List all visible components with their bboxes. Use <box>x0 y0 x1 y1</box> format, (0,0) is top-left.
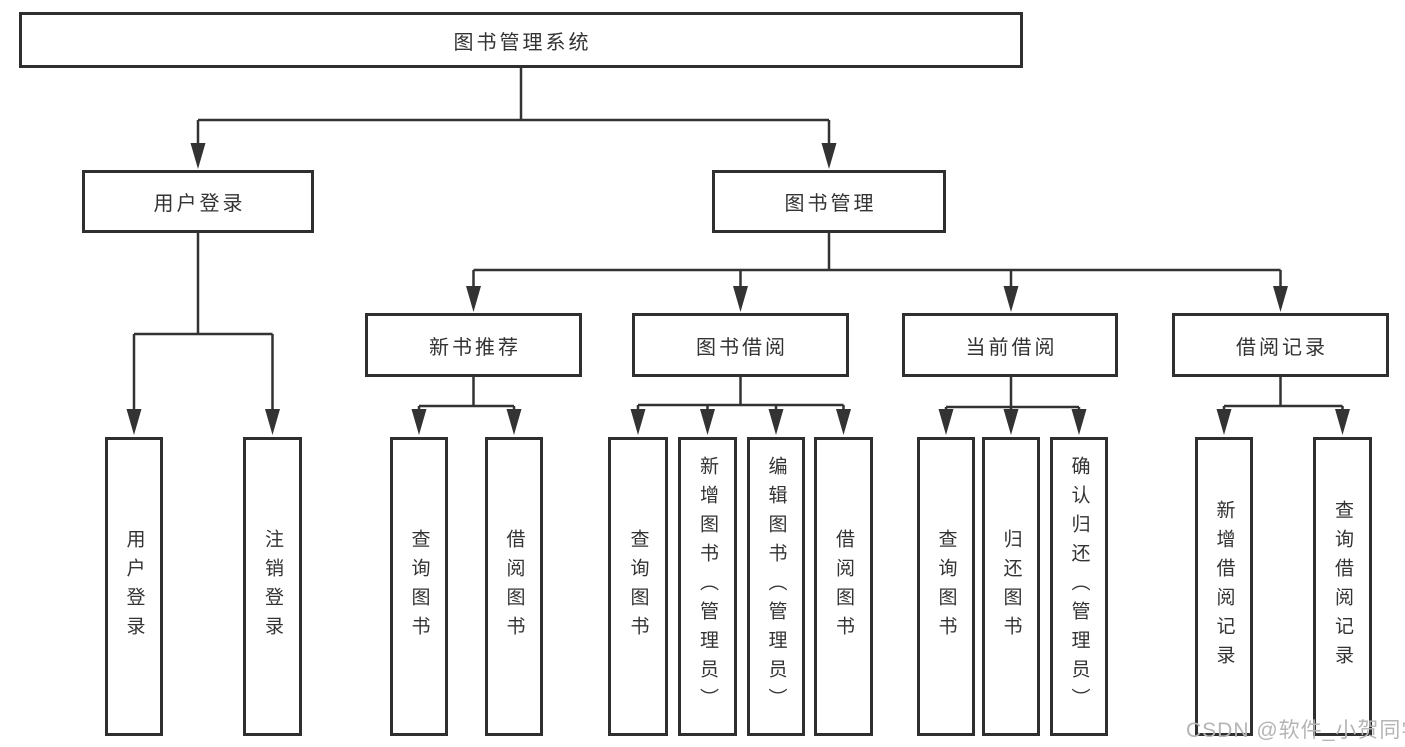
leaf-query-books-borrowing-label: 查询图书 <box>627 528 649 645</box>
leaf-query-books-recommend-label: 查询图书 <box>408 528 430 645</box>
leaf-query-books-current: 查询图书 <box>917 437 975 736</box>
leaf-query-books-borrowing: 查询图书 <box>608 437 668 736</box>
node-borrowing-records-label: 借阅记录 <box>1236 336 1328 359</box>
leaf-edit-book-admin: 编辑图书（管理员） <box>747 437 805 736</box>
leaf-return-books-label: 归还图书 <box>1000 528 1022 645</box>
leaf-query-books-recommend: 查询图书 <box>390 437 448 736</box>
leaf-add-borrow-record: 新增借阅记录 <box>1195 437 1253 736</box>
leaf-borrow-books-borrowing-label: 借阅图书 <box>833 528 854 645</box>
node-book-borrowing: 图书借阅 <box>632 313 849 377</box>
node-user-login: 用户登录 <box>82 170 314 233</box>
node-book-management: 图书管理 <box>712 170 946 233</box>
leaf-confirm-return-admin: 确认归还（管理员） <box>1050 437 1108 736</box>
leaf-logout: 注销登录 <box>243 437 302 736</box>
node-library-system: 图书管理系统 <box>19 12 1023 68</box>
node-user-login-label: 用户登录 <box>153 193 246 215</box>
node-new-book-recommend: 新书推荐 <box>365 313 582 377</box>
node-library-system-label: 图书管理系统 <box>453 31 592 54</box>
leaf-borrow-books-recommend-label: 借阅图书 <box>503 528 525 645</box>
node-current-borrowing-label: 当前借阅 <box>965 336 1058 359</box>
leaf-add-book-admin: 新增图书（管理员） <box>678 437 737 736</box>
leaf-add-borrow-record-label: 新增借阅记录 <box>1213 499 1235 674</box>
leaf-user-login-label: 用户登录 <box>123 528 145 645</box>
leaf-query-books-current-label: 查询图书 <box>935 528 957 645</box>
node-current-borrowing: 当前借阅 <box>902 313 1118 377</box>
node-borrowing-records: 借阅记录 <box>1172 313 1389 377</box>
leaf-borrow-books-recommend: 借阅图书 <box>485 437 543 736</box>
csdn-watermark: CSDN @软件_小贺同学 <box>1186 719 1405 742</box>
leaf-add-book-admin-label: 新增图书（管理员） <box>697 456 718 717</box>
leaf-logout-label: 注销登录 <box>262 528 283 645</box>
leaf-borrow-books-borrowing: 借阅图书 <box>814 437 873 736</box>
node-book-management-label: 图书管理 <box>784 193 877 215</box>
leaf-return-books: 归还图书 <box>982 437 1040 736</box>
leaf-query-borrow-record: 查询借阅记录 <box>1313 437 1372 736</box>
leaf-user-login: 用户登录 <box>105 437 163 736</box>
leaf-query-borrow-record-label: 查询借阅记录 <box>1332 499 1353 674</box>
node-new-book-recommend-label: 新书推荐 <box>429 336 521 359</box>
leaf-edit-book-admin-label: 编辑图书（管理员） <box>765 456 787 717</box>
leaf-confirm-return-admin-label: 确认归还（管理员） <box>1068 456 1090 717</box>
node-book-borrowing-label: 图书借阅 <box>696 336 788 359</box>
